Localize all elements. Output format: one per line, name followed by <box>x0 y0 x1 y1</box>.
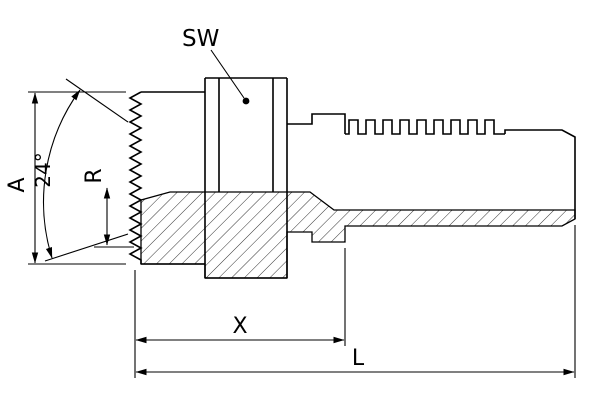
dimension-x: X <box>134 248 346 378</box>
sw-reference-dot <box>242 97 250 105</box>
sw-label: SW <box>182 26 219 52</box>
tail-outline <box>504 129 576 219</box>
thread-serration-edge <box>128 91 143 264</box>
dimension-a: A <box>5 91 126 265</box>
dimension-l: L <box>135 225 576 378</box>
section-hatch <box>140 191 576 279</box>
hex-nut-outline <box>204 77 288 279</box>
dimension-r: R <box>82 168 134 248</box>
neck-flange-outline <box>287 113 346 134</box>
dimensions: A 24° R X L <box>5 78 576 378</box>
sw-callout: SW <box>182 26 250 105</box>
dimension-cone-angle: 24° <box>31 78 129 262</box>
l-label: L <box>352 346 365 371</box>
cone-angle-arc <box>42 89 81 259</box>
r-label: R <box>82 168 107 183</box>
a-label: A <box>5 177 30 192</box>
thread-outline <box>141 91 205 265</box>
barb-profile <box>345 119 505 135</box>
x-label: X <box>232 314 247 339</box>
sw-leader-line <box>210 49 245 99</box>
fitting-body: SW <box>128 26 576 279</box>
cone-flank-upper <box>65 78 129 123</box>
cone-angle-label: 24° <box>31 152 55 187</box>
